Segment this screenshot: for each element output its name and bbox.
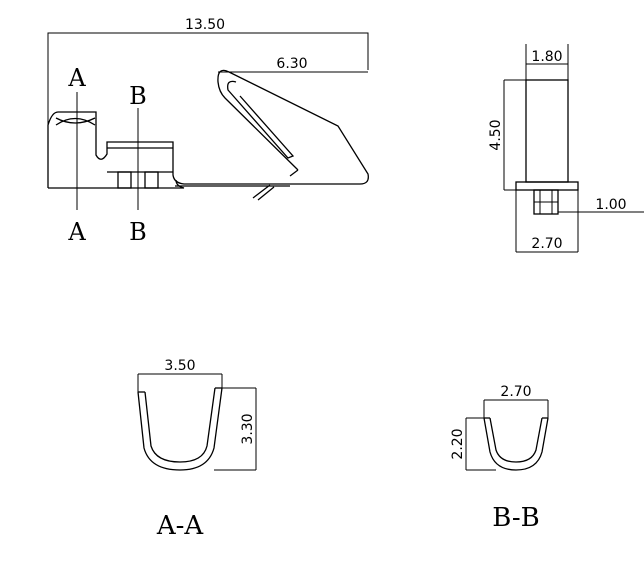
dim-top-width: 1.80	[531, 49, 562, 65]
dim-height: 4.50	[488, 119, 504, 150]
section-bb: 2.70 2.20 B-B	[450, 384, 549, 533]
terminal-body-outline	[47, 69, 369, 188]
dim-loop-length: 6.30	[276, 56, 307, 72]
end-view: 1.80 4.50 1.00 2.70	[488, 44, 644, 253]
caption-section-aa: A-A	[156, 511, 205, 541]
dim-bb-width: 2.70	[500, 384, 531, 400]
barrel-bow	[55, 117, 96, 126]
section-mark-a-bottom: A	[67, 218, 86, 246]
loop-tail	[289, 169, 299, 177]
section-aa: 3.50 3.30 A-A	[137, 358, 257, 541]
dim-bb-height: 2.20	[450, 428, 466, 459]
lower-contact-strip	[48, 179, 185, 189]
dim-aa-width: 3.50	[164, 358, 195, 374]
aa-inner-profile	[144, 387, 216, 463]
inner-loop	[227, 80, 295, 159]
end-view-flange	[515, 181, 579, 191]
lower-tail	[175, 184, 290, 201]
dim-overall-length: 13.50	[185, 17, 225, 33]
end-view-body	[525, 79, 569, 183]
side-view: 13.50 6.30 A A B B	[47, 17, 369, 246]
aa-outer-profile	[137, 387, 223, 471]
caption-section-bb: B-B	[492, 503, 539, 533]
section-mark-a-top: A	[67, 64, 86, 92]
bb-inner-profile	[489, 417, 543, 463]
bb-outer-profile	[483, 417, 549, 471]
dim-base-width: 2.70	[531, 236, 562, 252]
section-mark-b-bottom: B	[129, 218, 147, 246]
section-mark-b-top: B	[129, 82, 147, 110]
dim-slot-height: 1.00	[595, 197, 626, 213]
dim-aa-height: 3.30	[240, 413, 256, 444]
slot-left	[117, 171, 132, 189]
slot-right	[144, 171, 159, 189]
overall-dimension-frame	[47, 32, 369, 188]
